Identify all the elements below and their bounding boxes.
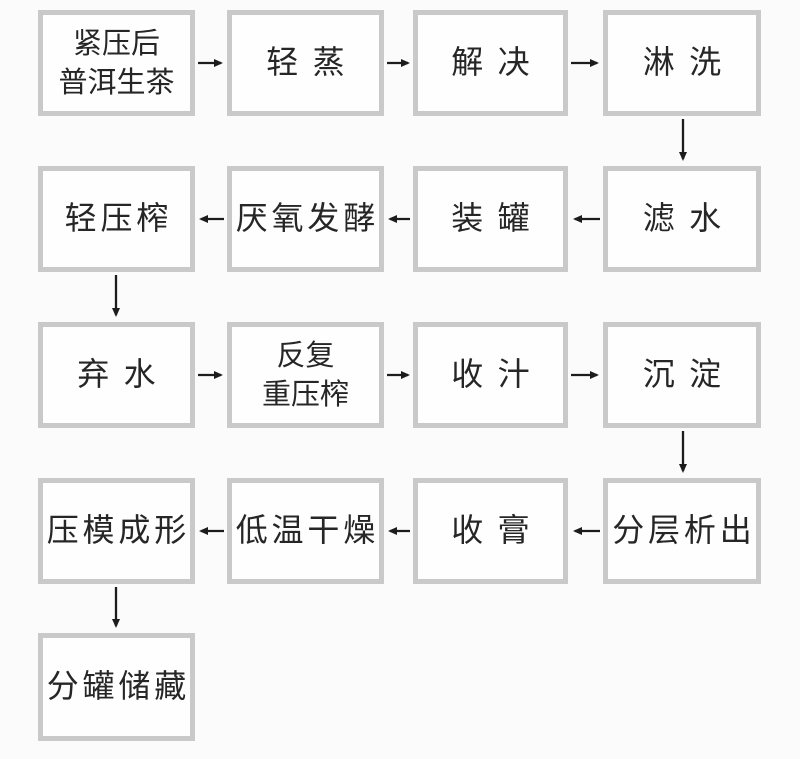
- node-collect-juice: 收汁: [413, 322, 568, 428]
- node-repeated-heavy-press: 反复 重压榨: [227, 322, 384, 428]
- node-layered-precipitation: 分层析出: [603, 478, 761, 584]
- node-rinse: 淋洗: [603, 10, 761, 116]
- node-label: 收汁: [451, 355, 545, 394]
- node-low-temp-drying: 低温干燥: [227, 478, 384, 584]
- node-label: 解决: [451, 43, 545, 82]
- node-jar-storage: 分罐储藏: [38, 633, 195, 741]
- node-compressed-raw-puer: 紧压后 普洱生茶: [38, 10, 195, 116]
- node-label: 压模成形: [46, 511, 191, 550]
- node-jiejue: 解决: [413, 10, 568, 116]
- node-press-molding: 压模成形: [38, 478, 195, 584]
- node-label: 弃水: [77, 355, 171, 394]
- node-label: 分层析出: [612, 511, 756, 550]
- node-label: 滤水: [642, 199, 736, 238]
- node-label: 低温干燥: [235, 511, 380, 550]
- node-label: 淋洗: [642, 43, 736, 82]
- node-filter-water: 滤水: [603, 166, 761, 272]
- node-label: 分罐储藏: [46, 667, 191, 706]
- node-label: 紧压后 普洱生茶: [58, 25, 175, 99]
- node-label: 装罐: [451, 199, 545, 238]
- node-label: 收膏: [451, 511, 545, 550]
- node-label: 反复 重压榨: [261, 337, 349, 411]
- node-fill-jar: 装罐: [413, 166, 568, 272]
- node-label: 厌氧发酵: [235, 199, 380, 238]
- node-collect-paste: 收膏: [413, 478, 568, 584]
- node-label: 沉淀: [642, 355, 736, 394]
- node-sedimentation: 沉淀: [603, 322, 761, 428]
- node-discard-water: 弃水: [38, 322, 195, 428]
- node-light-steam: 轻蒸: [227, 10, 384, 116]
- node-light-press: 轻压榨: [38, 166, 195, 272]
- node-label: 轻蒸: [266, 43, 360, 82]
- node-label: 轻压榨: [64, 199, 173, 238]
- node-anaerobic-fermentation: 厌氧发酵: [227, 166, 384, 272]
